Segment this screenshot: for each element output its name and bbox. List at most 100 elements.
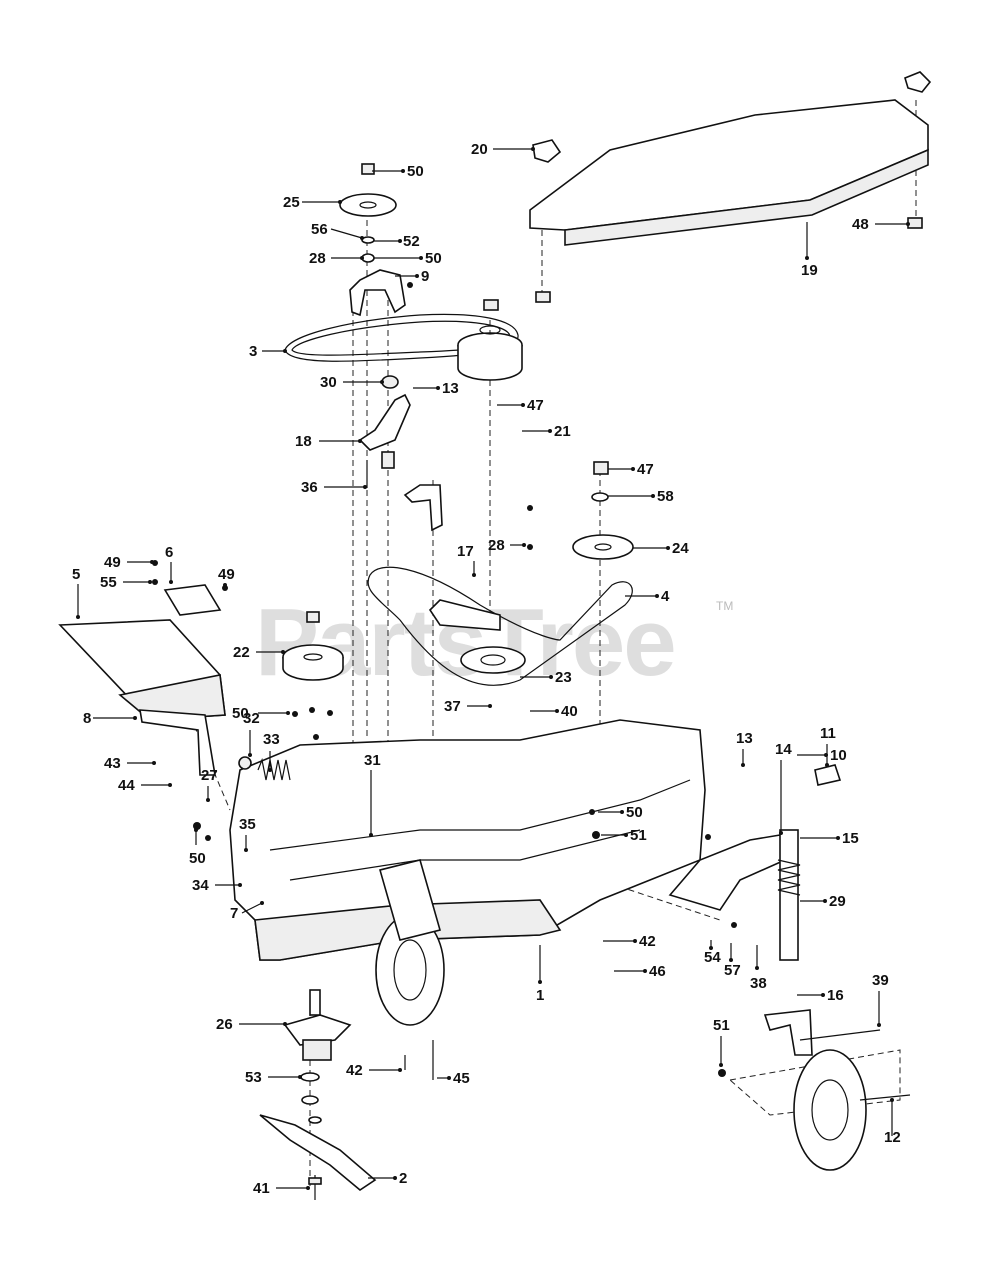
leader-dot-c56	[360, 236, 364, 240]
callout-c17: 17	[457, 543, 474, 560]
axle-bolt-39	[799, 1029, 881, 1041]
leader-dot-c34	[238, 883, 242, 887]
callout-c51a: 51	[630, 827, 647, 844]
belt-3	[284, 313, 519, 362]
callout-c1: 1	[536, 987, 544, 1004]
callout-c18: 18	[295, 433, 312, 450]
bushing-32	[238, 756, 252, 770]
callout-c42a: 42	[639, 933, 656, 950]
leader-dot-c13a	[436, 386, 440, 390]
callout-c47b: 47	[637, 461, 654, 478]
leader-dot-c15	[836, 836, 840, 840]
leader-dot-c47b	[631, 467, 635, 471]
leader-dot-c39	[877, 1023, 881, 1027]
leader-dot-c40	[555, 709, 559, 713]
callout-c11: 11	[820, 725, 836, 742]
callout-c42b: 42	[346, 1062, 363, 1079]
callout-c24: 24	[672, 540, 689, 557]
bracket-6	[163, 584, 222, 616]
leader-dot-c9	[415, 274, 419, 278]
callout-c53: 53	[245, 1069, 262, 1086]
callout-c7: 7	[230, 905, 238, 922]
callout-c4: 4	[661, 588, 670, 605]
leader-dot-c45	[447, 1076, 451, 1080]
leader-dot-c53	[298, 1075, 302, 1079]
leader-dot-c51a	[624, 833, 628, 837]
cover-nut-48	[907, 217, 923, 229]
caster-stem-16	[779, 829, 799, 961]
leader-dot-c31	[369, 833, 373, 837]
callout-c34: 34	[192, 877, 209, 894]
callout-c45: 45	[453, 1070, 470, 1087]
nut-50-top	[361, 163, 375, 175]
callout-c41: 41	[253, 1180, 270, 1197]
callout-c58: 58	[657, 488, 674, 505]
leader-dot-c42b	[398, 1068, 402, 1072]
cover-nut-bottom	[535, 291, 551, 303]
callout-c52: 52	[403, 233, 420, 250]
callout-c47a: 47	[527, 397, 544, 414]
leader-dot-c46	[643, 969, 647, 973]
callout-c12: 12	[884, 1129, 901, 1146]
hardware-dots	[152, 282, 737, 1077]
leader-dot-c21	[548, 429, 552, 433]
callout-c46: 46	[649, 963, 666, 980]
idler-arm-17	[428, 599, 501, 631]
leader-dot-c26	[283, 1022, 287, 1026]
callout-c50c: 50	[232, 705, 249, 722]
callout-c10: 10	[830, 747, 847, 764]
leader-dot-c50e	[620, 810, 624, 814]
callout-c43: 43	[104, 755, 121, 772]
leader-dot-c38	[755, 966, 759, 970]
spring-33	[257, 757, 291, 781]
spacer-30	[381, 375, 399, 389]
callout-c27: 27	[201, 767, 218, 784]
callout-c44: 44	[118, 777, 135, 794]
leader-dot-c48	[906, 222, 910, 226]
callout-c35: 35	[239, 816, 256, 833]
watermark-trademark: TM	[716, 599, 733, 613]
callout-c26: 26	[216, 1016, 233, 1033]
idler-bracket-9	[349, 269, 406, 317]
leader-dot-c8	[133, 716, 137, 720]
leader-dot-c57	[729, 958, 733, 962]
nut-47a	[483, 299, 499, 311]
leader-dot-c49a	[150, 560, 154, 564]
callout-c39: 39	[872, 972, 889, 989]
callout-c8: 8	[83, 710, 91, 727]
leader-dot-c3	[283, 349, 287, 353]
idler-arm-18	[358, 393, 411, 451]
pulley-23	[460, 646, 526, 674]
callout-c50e: 50	[626, 804, 643, 821]
callout-c14: 14	[775, 741, 792, 758]
leader-dot-c44	[168, 783, 172, 787]
leader-dot-c49b	[223, 583, 227, 587]
callout-c50b: 50	[425, 250, 442, 267]
callout-c54: 54	[704, 949, 721, 966]
callout-c57: 57	[724, 962, 741, 979]
leader-dot-c28b	[522, 543, 526, 547]
pulley-25	[339, 193, 397, 217]
callout-c13a: 13	[442, 380, 459, 397]
callout-c28b: 28	[488, 537, 505, 554]
leader-dot-c23	[549, 675, 553, 679]
leader-dot-c30	[380, 380, 384, 384]
leader-dot-c11	[825, 763, 829, 767]
callout-c49a: 49	[104, 554, 121, 571]
bracket-8	[139, 709, 216, 776]
deck-cover-side	[564, 148, 929, 246]
callout-c38: 38	[750, 975, 767, 992]
leader-dot-c51b	[719, 1063, 723, 1067]
callout-c50a: 50	[407, 163, 424, 180]
leader-dot-c43	[152, 761, 156, 765]
leader-dot-c12	[890, 1098, 894, 1102]
leader-dot-c37	[488, 704, 492, 708]
clip-11	[814, 764, 842, 786]
leader-dot-c1	[538, 980, 542, 984]
callout-c31: 31	[364, 752, 381, 769]
leader-dot-c2	[393, 1176, 397, 1180]
leader-dot-c28a	[360, 256, 364, 260]
callout-c56: 56	[311, 221, 328, 238]
callout-c48: 48	[852, 216, 869, 233]
